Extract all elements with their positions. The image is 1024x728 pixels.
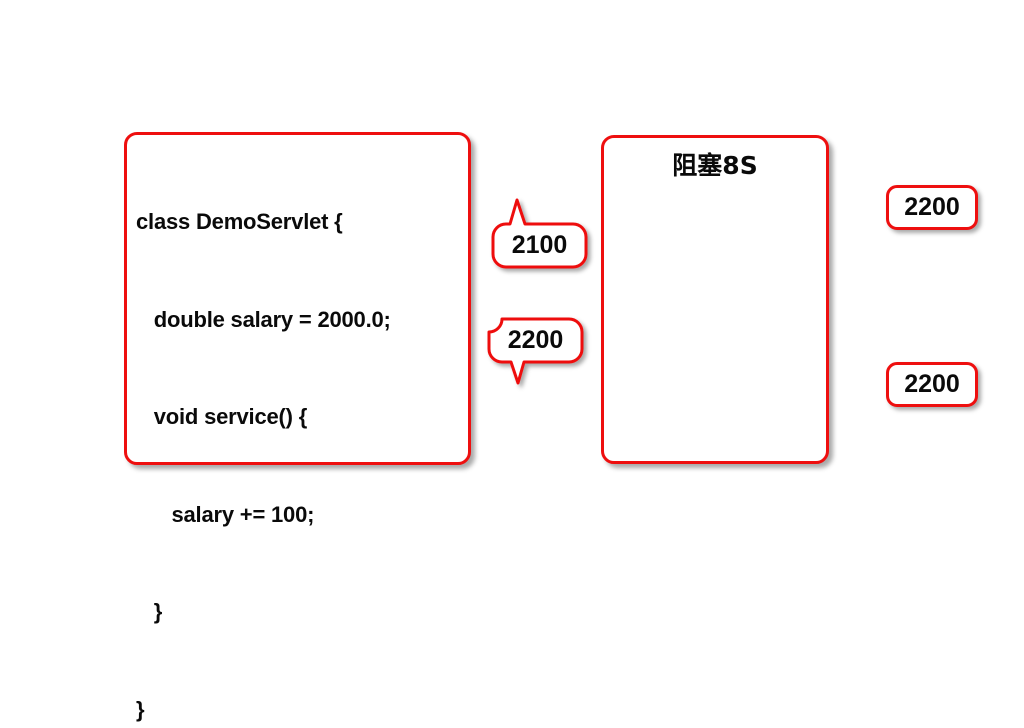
callout-2100-bubble [491, 198, 588, 269]
code-line: class DemoServlet { [136, 209, 343, 234]
blocking-label: 阻塞8S [672, 151, 758, 180]
demoservlet-box: class DemoServlet { double salary = 2000… [124, 132, 471, 722]
callout-2100-value: 2100 [511, 231, 568, 259]
result-chip-top: 2200 [886, 185, 978, 230]
callout-2200-value: 2200 [507, 326, 564, 354]
callout-2200-bubble [487, 317, 584, 385]
demoservlet-code: class DemoServlet { double salary = 2000… [136, 141, 391, 728]
code-line: void service() { [136, 404, 308, 429]
code-line: double salary = 2000.0; [136, 306, 391, 332]
code-line: } [136, 696, 145, 722]
result-chip-bottom: 2200 [886, 362, 978, 407]
code-line: salary += 100; [136, 501, 315, 527]
code-line: } [136, 599, 163, 624]
blocking-box: 阻塞8S [601, 135, 829, 464]
